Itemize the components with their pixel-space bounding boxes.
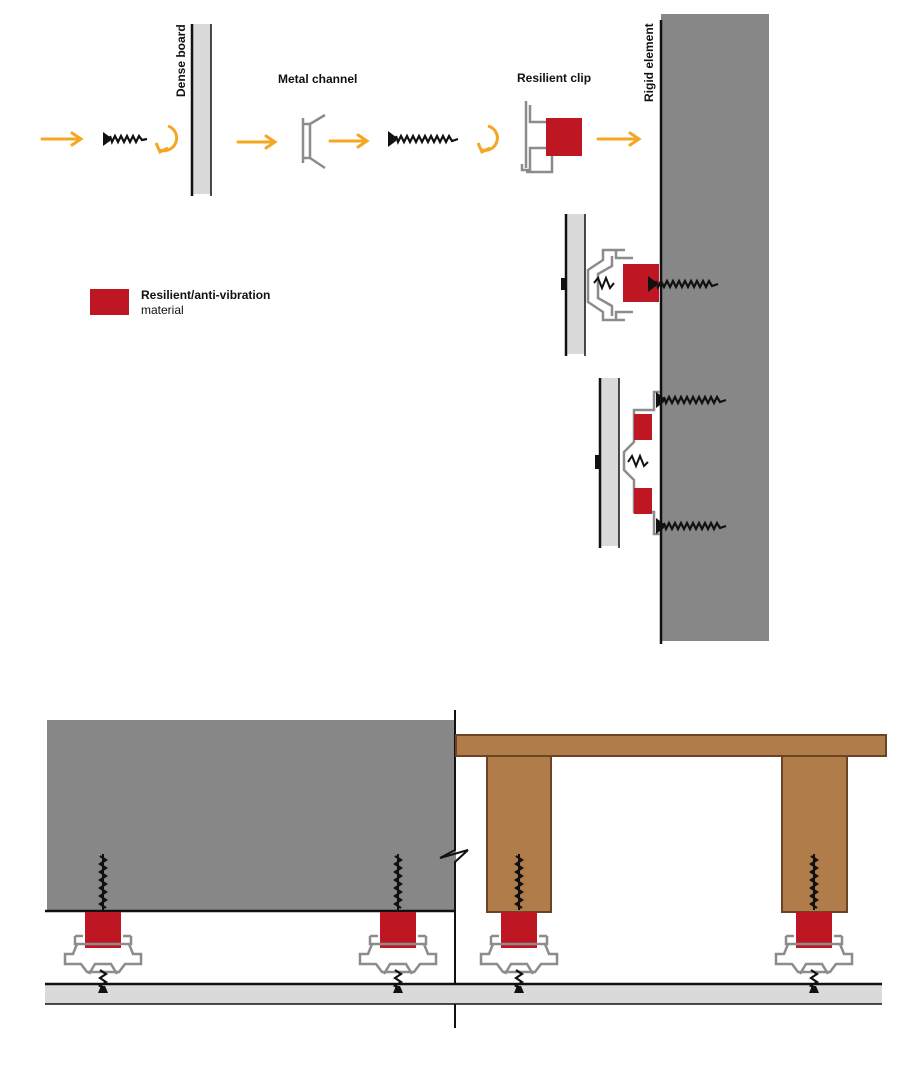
screw-icon (101, 130, 149, 148)
wall-assembly-clip (561, 214, 720, 356)
label-rigid-element: Rigid element (642, 23, 656, 102)
ceiling-board (45, 984, 882, 1004)
rotate-arrow-icon (481, 124, 499, 152)
metal-channel (303, 113, 326, 170)
section-break-line (439, 710, 469, 1028)
dense-board (192, 24, 211, 194)
wall-assembly-channel (595, 378, 728, 548)
label-dense-board: Dense board (174, 24, 188, 97)
rigid-element-wall (661, 14, 769, 641)
arrow-icon (328, 133, 370, 149)
screw-icon (386, 129, 460, 149)
resilient-clip (520, 101, 582, 174)
label-resilient-clip: Resilient clip (517, 71, 592, 85)
arrow-icon (236, 134, 278, 150)
rotate-arrow-icon (159, 124, 179, 153)
arrow-icon (596, 131, 642, 147)
arrow-icon (40, 131, 84, 147)
concrete-slab (47, 720, 456, 911)
label-metal-channel: Metal channel (278, 72, 358, 86)
legend-swatch (90, 289, 129, 315)
legend-subtitle: material (141, 303, 184, 317)
legend-title: Resilient/anti-vibration (141, 288, 271, 302)
